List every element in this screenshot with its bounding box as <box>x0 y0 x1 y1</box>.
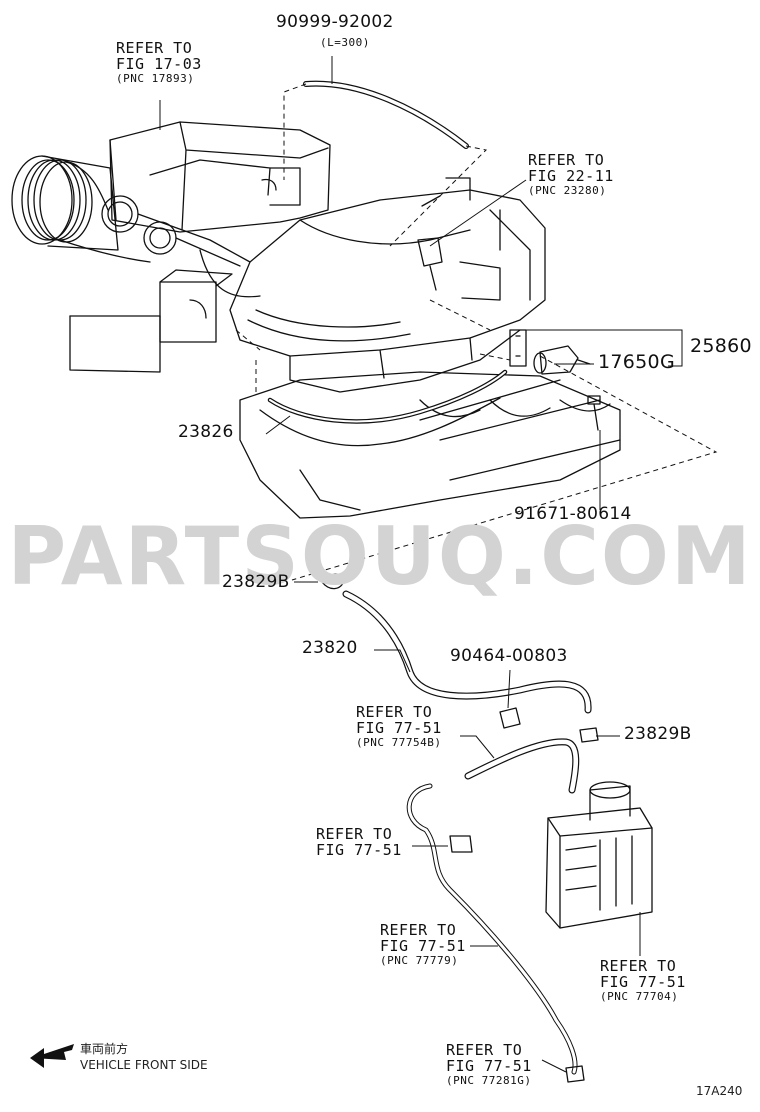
label-line1: REFER TO <box>380 921 457 939</box>
label-refer-fig-77-51-a[interactable]: REFER TO FIG 77-51 (PNC 77754B) <box>356 704 442 749</box>
fitting-77281g-drawing <box>565 1065 585 1083</box>
label-pnc: (PNC 77704) <box>600 990 679 1003</box>
label-refer-fig-77-51-d[interactable]: REFER TO FIG 77-51 (PNC 77704) <box>600 958 686 1003</box>
label-pnc: (PNC 77779) <box>380 954 459 967</box>
label-refer-fig-77-51-e[interactable]: REFER TO FIG 77-51 (PNC 77281G) <box>446 1042 532 1087</box>
hose-90999-drawing <box>303 80 469 149</box>
label-refer-fig-77-51-c[interactable]: REFER TO FIG 77-51 (PNC 77779) <box>380 922 466 967</box>
part-91671-80614[interactable]: 91671-80614 <box>514 504 632 524</box>
clip-90464-drawing <box>499 707 521 729</box>
label-pnc: (PNC 23280) <box>528 184 607 197</box>
part-23829b-upper[interactable]: 23829B <box>222 572 290 592</box>
label-pnc: (PNC 17893) <box>116 72 195 85</box>
label-line1: REFER TO <box>528 151 605 169</box>
label-refer-fig-77-51-b[interactable]: REFER TO FIG 77-51 <box>316 826 402 858</box>
clip-77-51-drawing <box>449 835 473 853</box>
part-23826[interactable]: 23826 <box>178 422 234 442</box>
air-cleaner-drawing <box>109 121 331 233</box>
direction-label-jp: 車両前方 <box>80 1042 129 1056</box>
label-refer-fig-22-11[interactable]: REFER TO FIG 22-11 (PNC 23280) <box>528 152 614 197</box>
part-23820[interactable]: 23820 <box>302 638 358 658</box>
part-note-length: (L=300) <box>320 36 370 49</box>
check-valve-drawing <box>417 237 443 291</box>
label-line2: FIG 77-51 <box>446 1057 532 1075</box>
throttle-body-drawing <box>101 195 261 343</box>
figure-code: 17A240 <box>696 1084 743 1098</box>
clamp-23829b-lower-drawing <box>579 727 599 743</box>
label-refer-fig-17-03[interactable]: REFER TO FIG 17-03 (PNC 17893) <box>116 40 202 85</box>
label-line1: REFER TO <box>446 1041 523 1059</box>
bolt-91671-drawing <box>587 395 601 431</box>
clamp-23829b-upper-drawing <box>321 573 345 590</box>
arrow-down-left-icon <box>30 1044 74 1068</box>
vsv-assembly-drawing <box>509 329 591 375</box>
label-line1: REFER TO <box>356 703 433 721</box>
watermark: PARTSOUQ.COM <box>7 509 753 603</box>
part-23829b-lower[interactable]: 23829B <box>624 724 692 744</box>
label-line2: FIG 77-51 <box>356 719 442 737</box>
air-intake-drawing <box>11 155 151 263</box>
part-90999-92002[interactable]: 90999-92002 <box>276 12 394 32</box>
direction-label-en: VEHICLE FRONT SIDE <box>80 1058 208 1072</box>
label-line1: REFER TO <box>116 39 193 57</box>
label-line2: FIG 77-51 <box>600 973 686 991</box>
label-line2: FIG 17-03 <box>116 55 202 73</box>
label-line2: FIG 77-51 <box>316 841 402 859</box>
label-pnc: (PNC 77281G) <box>446 1074 532 1087</box>
part-90464-00803[interactable]: 90464-00803 <box>450 646 568 666</box>
leader-lines <box>159 56 683 1073</box>
part-25860[interactable]: 25860 <box>690 335 752 357</box>
label-line2: FIG 77-51 <box>380 937 466 955</box>
charcoal-canister-drawing <box>545 781 653 929</box>
label-line2: FIG 22-11 <box>528 167 614 185</box>
label-pnc: (PNC 77754B) <box>356 736 442 749</box>
intake-manifold-drawing <box>229 177 546 393</box>
engine-block-drawing <box>69 315 621 519</box>
label-line1: REFER TO <box>600 957 677 975</box>
part-17650g[interactable]: 17650G <box>598 351 675 373</box>
reference-outline <box>235 83 718 581</box>
label-line1: REFER TO <box>316 825 393 843</box>
